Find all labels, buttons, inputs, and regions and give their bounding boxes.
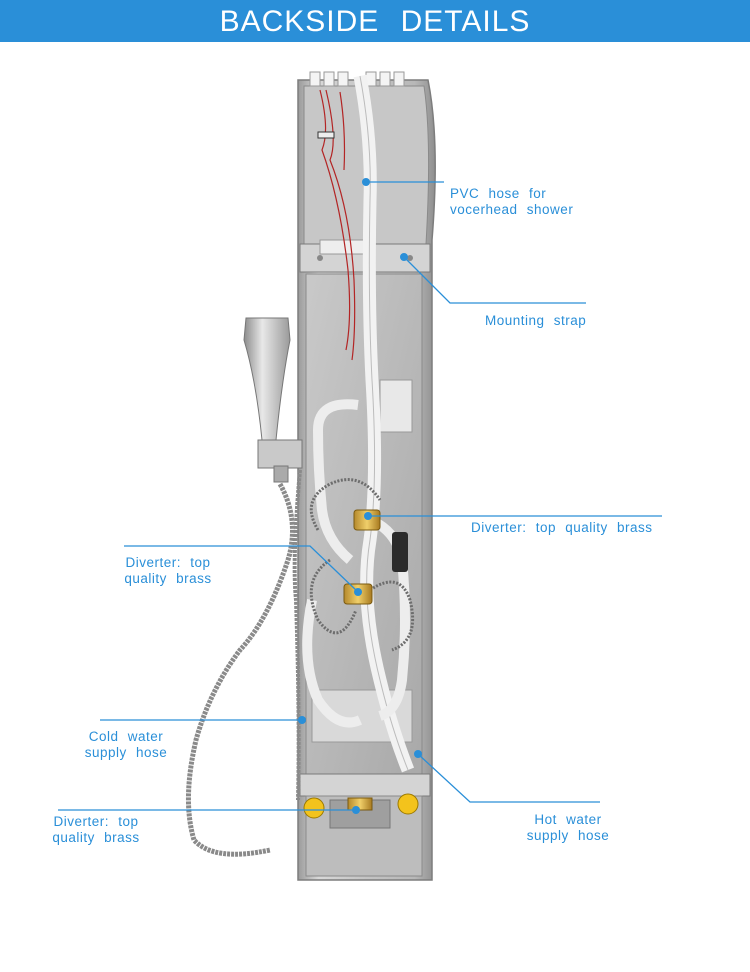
callout-dots [298,178,422,814]
callout-mounting-strap: Mounting strap [485,313,587,328]
callout-diverter-bottom: Diverter: top quality brass [52,814,140,845]
callout-cold-water: Cold water supply hose [84,729,168,760]
callout-diverter-left: Diverter: top quality brass [124,555,212,586]
hand-shower [185,317,303,857]
callout-pvc-hose: PVC hose for vocerhead shower [450,186,574,217]
page-title: BACKSIDE DETAILS [219,5,531,38]
callout-diverter-right: Diverter: top quality brass [471,520,653,535]
callout-lines [58,181,662,811]
callout-hot-water: Hot water supply hose [526,812,610,843]
header-banner [0,0,750,42]
